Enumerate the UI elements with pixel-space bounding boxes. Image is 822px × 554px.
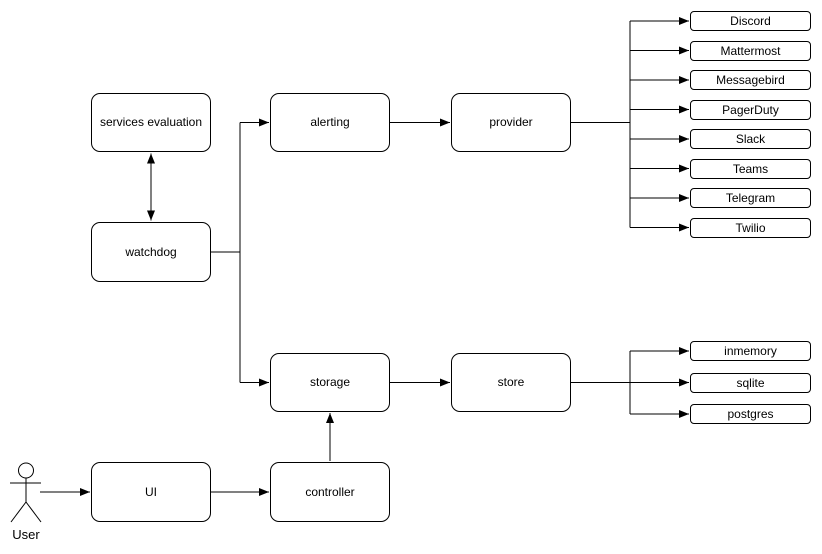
- node-ui: UI: [91, 462, 211, 522]
- node-provider: provider: [451, 93, 571, 152]
- leaf-inmemory: inmemory: [690, 341, 811, 361]
- leaf-pagerduty: PagerDuty: [690, 99, 811, 120]
- node-services-evaluation: services evaluation: [91, 93, 211, 152]
- node-watchdog: watchdog: [91, 222, 211, 282]
- node-storage: storage: [270, 353, 390, 412]
- leaf-mattermost: Mattermost: [690, 40, 811, 61]
- leaf-messagebird: Messagebird: [690, 70, 811, 90]
- node-controller: controller: [270, 462, 390, 522]
- leaf-postgres: postgres: [690, 404, 811, 424]
- node-store: store: [451, 353, 571, 412]
- node-alerting: alerting: [270, 93, 390, 152]
- stick-figure-person-icon: [10, 462, 42, 523]
- actor-label: User: [12, 527, 40, 542]
- leaf-teams: Teams: [690, 158, 811, 179]
- leaf-discord: Discord: [690, 11, 811, 31]
- leaf-telegram: Telegram: [690, 188, 811, 208]
- leaf-twilio: Twilio: [690, 217, 811, 238]
- leaf-sqlite: sqlite: [690, 372, 811, 393]
- leaf-slack: Slack: [690, 129, 811, 149]
